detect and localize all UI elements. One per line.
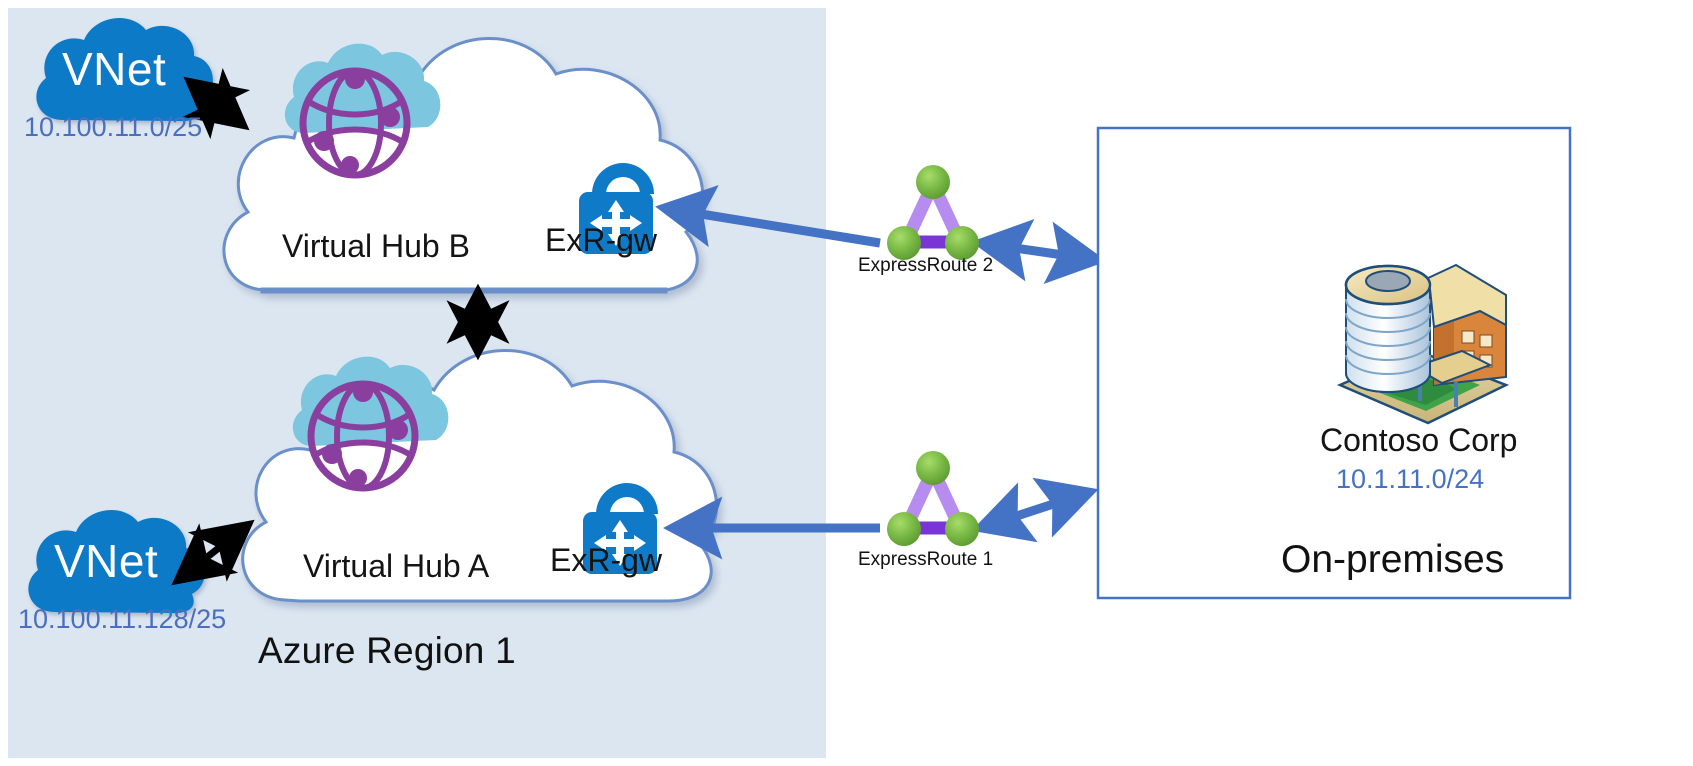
connector-er1-to-onpremises bbox=[971, 477, 1099, 543]
vnet-top-cloud-shape bbox=[36, 17, 213, 122]
connector-vnet-bottom-to-hub-a bbox=[171, 519, 255, 586]
hub-b-gateway-label: ExR-gw bbox=[545, 222, 658, 258]
hub-a-gateway-icon bbox=[583, 483, 658, 574]
connector-er2-to-onpremises bbox=[971, 219, 1107, 284]
onpremises-site-cidr: 10.1.11.0/24 bbox=[1336, 464, 1485, 494]
expressroute-1-icon bbox=[887, 451, 979, 546]
hub-b-label: Virtual Hub B bbox=[282, 228, 470, 264]
expressroute-2-label: ExpressRoute 2 bbox=[858, 255, 994, 276]
hub-b-gateway-icon bbox=[579, 163, 654, 254]
onpremises-label: On-premises bbox=[1281, 538, 1505, 581]
connector-vnet-top-to-hub-b bbox=[182, 67, 251, 140]
hub-a-label: Virtual Hub A bbox=[303, 548, 490, 584]
expressroute-2-icon bbox=[887, 165, 979, 260]
vnet-top-label: VNet bbox=[62, 43, 167, 95]
vnet-bottom-cidr: 10.100.11.128/25 bbox=[18, 604, 227, 634]
vnet-top-cidr: 10.100.11.0/25 bbox=[24, 112, 203, 142]
hub-a-mesh-icon bbox=[292, 356, 449, 492]
expressroute-1-label: ExpressRoute 1 bbox=[858, 549, 994, 570]
hub-a-gateway-label: ExR-gw bbox=[550, 542, 663, 578]
onpremises-site-title: Contoso Corp bbox=[1320, 422, 1518, 458]
connector-er2-to-hub-b-gateway bbox=[655, 184, 881, 248]
office-building-icon bbox=[1336, 263, 1510, 425]
azure-region-label: Azure Region 1 bbox=[258, 630, 516, 671]
vnet-bottom-cloud-shape bbox=[28, 509, 205, 614]
hub-b-mesh-icon bbox=[284, 43, 441, 179]
vnet-bottom-label: VNet bbox=[54, 535, 159, 587]
